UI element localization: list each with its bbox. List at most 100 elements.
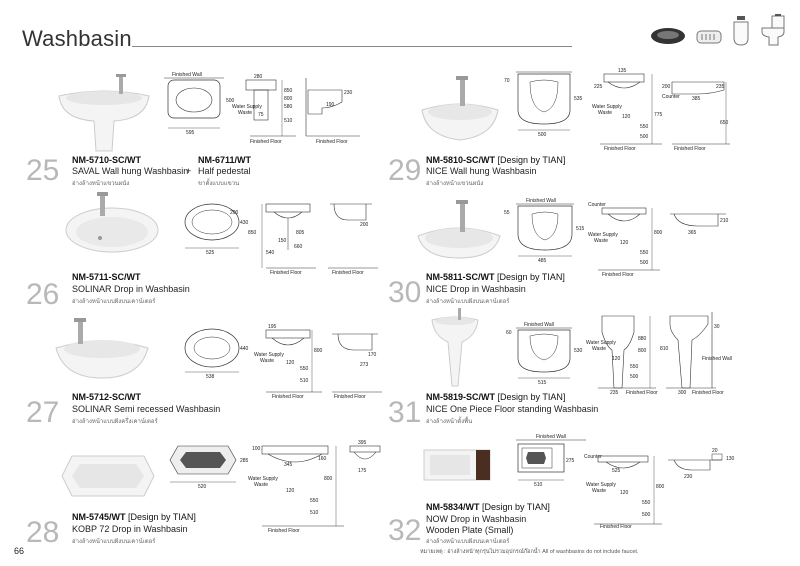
svg-text:200: 200 [360, 222, 369, 228]
product-photo [430, 306, 480, 395]
svg-text:Finished Wall: Finished Wall [702, 356, 732, 362]
svg-text:440: 440 [240, 346, 249, 352]
svg-text:Water Supply: Water Supply [586, 340, 616, 346]
svg-text:Finished Floor: Finished Floor [604, 146, 636, 152]
svg-text:30: 30 [714, 324, 720, 330]
dimension-drawing: Finished Wall 55 515 485 Counter Water S… [502, 198, 732, 283]
svg-text:Finished Floor: Finished Floor [334, 394, 366, 400]
svg-text:Finished Floor: Finished Floor [332, 270, 364, 276]
svg-text:120: 120 [286, 488, 295, 494]
product-name: NICE Wall hung Washbasin [426, 166, 537, 176]
svg-text:Waste: Waste [594, 238, 608, 244]
svg-text:Waste: Waste [598, 110, 612, 116]
page-number: 66 [14, 546, 25, 556]
svg-text:500: 500 [640, 134, 649, 140]
product-thai-name: อ่างล้างหน้าตั้งพื้น [426, 419, 473, 425]
item-number: 32 [388, 514, 422, 547]
product-name: SOLINAR Drop in Washbasin [72, 284, 190, 294]
svg-text:190: 190 [326, 102, 335, 108]
product-thai-name: อ่างล้างหน้าแบบฝังบนเคาน์เตอร์ [426, 539, 510, 545]
svg-text:485: 485 [538, 258, 547, 264]
svg-text:Waste: Waste [254, 482, 268, 488]
category-icons [650, 14, 786, 46]
product-photo [52, 316, 152, 391]
svg-text:345: 345 [284, 462, 293, 468]
product-name: SAVAL Wall hung Washbasin [72, 166, 189, 176]
svg-text:Water Supply: Water Supply [586, 482, 616, 488]
svg-text:510: 510 [284, 118, 293, 124]
svg-text:Finished Floor: Finished Floor [316, 139, 348, 145]
page-title: Washbasin [22, 26, 132, 51]
svg-text:800: 800 [654, 230, 663, 236]
product-entry-32: Finished Wall 275 510 Counter 525 Water … [384, 430, 774, 560]
svg-text:120: 120 [286, 360, 295, 366]
svg-text:280: 280 [254, 74, 263, 80]
svg-text:660: 660 [294, 244, 303, 250]
item-number: 30 [388, 276, 422, 309]
item-number: 31 [388, 396, 422, 429]
svg-text:Finished Floor: Finished Floor [674, 146, 706, 152]
svg-text:775: 775 [654, 112, 663, 118]
svg-text:550: 550 [642, 500, 651, 506]
product-code: NM-5712-SC/WT [72, 392, 142, 402]
svg-text:135: 135 [618, 68, 627, 74]
floor-drain-icon [696, 28, 722, 46]
svg-text:Finished Floor: Finished Floor [270, 270, 302, 276]
product-name: NICE Drop in Washbasin [426, 284, 526, 294]
svg-text:540: 540 [266, 250, 275, 256]
svg-text:805: 805 [296, 230, 305, 236]
product-thai-name: อ่างล้างหน้าแขวนผนัง [426, 181, 484, 187]
svg-text:60: 60 [506, 330, 512, 336]
svg-text:200: 200 [230, 210, 239, 216]
svg-text:500: 500 [630, 374, 639, 380]
svg-text:120: 120 [620, 490, 629, 496]
svg-text:Finished Wall: Finished Wall [536, 434, 566, 440]
dimension-drawing: 200 430 525 850 150 540 805 660 Finished… [182, 198, 392, 283]
svg-text:150: 150 [278, 238, 287, 244]
svg-text:230: 230 [684, 474, 693, 480]
product-thai-name: อ่างล้างหน้าแบบฝังครึ่งเคาน์เตอร์ [72, 419, 158, 425]
svg-text:120: 120 [620, 240, 629, 246]
svg-text:Finished Floor: Finished Floor [250, 139, 282, 145]
item-number: 27 [26, 396, 60, 429]
svg-text:225: 225 [594, 84, 603, 90]
product-photo [414, 200, 504, 269]
item-number: 26 [26, 278, 60, 311]
svg-text:850: 850 [284, 88, 293, 94]
svg-text:510: 510 [310, 510, 319, 516]
svg-text:Finished Floor: Finished Floor [692, 390, 724, 396]
product-thai-name: อ่างล้างหน้าแบบฝังบนเคาน์เตอร์ [72, 299, 156, 305]
product-code: NM-5710-SC/WT [72, 155, 142, 165]
product-name: KOBP 72 Drop in Washbasin [72, 524, 188, 534]
svg-text:535: 535 [574, 96, 583, 102]
product-photo [422, 446, 492, 489]
svg-text:160: 160 [318, 456, 327, 462]
svg-text:Waste: Waste [592, 488, 606, 494]
svg-text:580: 580 [284, 104, 293, 110]
svg-text:Water Supply: Water Supply [592, 104, 622, 110]
svg-text:273: 273 [360, 362, 369, 368]
svg-text:385: 385 [692, 96, 701, 102]
svg-text:Finished Floor: Finished Floor [626, 390, 658, 396]
svg-text:510: 510 [534, 482, 543, 488]
product-name: NOW Drop in Washbasin [426, 514, 527, 524]
svg-text:Counter: Counter [662, 94, 680, 100]
svg-text:515: 515 [576, 226, 585, 232]
svg-text:210: 210 [720, 218, 729, 224]
product-code: NM-5819-SC/WT [Design by TIAN] [426, 392, 566, 402]
svg-text:235: 235 [610, 390, 619, 396]
item-number: 28 [26, 516, 60, 549]
product-entry-25: Finished Wall 595 500 280 Water Supply W… [14, 66, 404, 196]
product-entry-27: 440 538 195 Water Supply Waste 120 800 5… [14, 316, 404, 446]
svg-text:100: 100 [252, 446, 261, 452]
svg-text:500: 500 [640, 260, 649, 266]
product-code: NM-5711-SC/WT [72, 272, 141, 282]
product-name-2: Wooden Plate (Small) [426, 525, 514, 535]
svg-text:430: 430 [240, 220, 249, 226]
svg-text:Water Supply: Water Supply [248, 476, 278, 482]
product-thai-name-2: ขาตั้งแบบแขวน [198, 181, 240, 187]
svg-text:300: 300 [678, 390, 687, 396]
product-photo [62, 190, 162, 265]
product-photo [54, 71, 154, 161]
svg-text:20: 20 [712, 448, 718, 454]
